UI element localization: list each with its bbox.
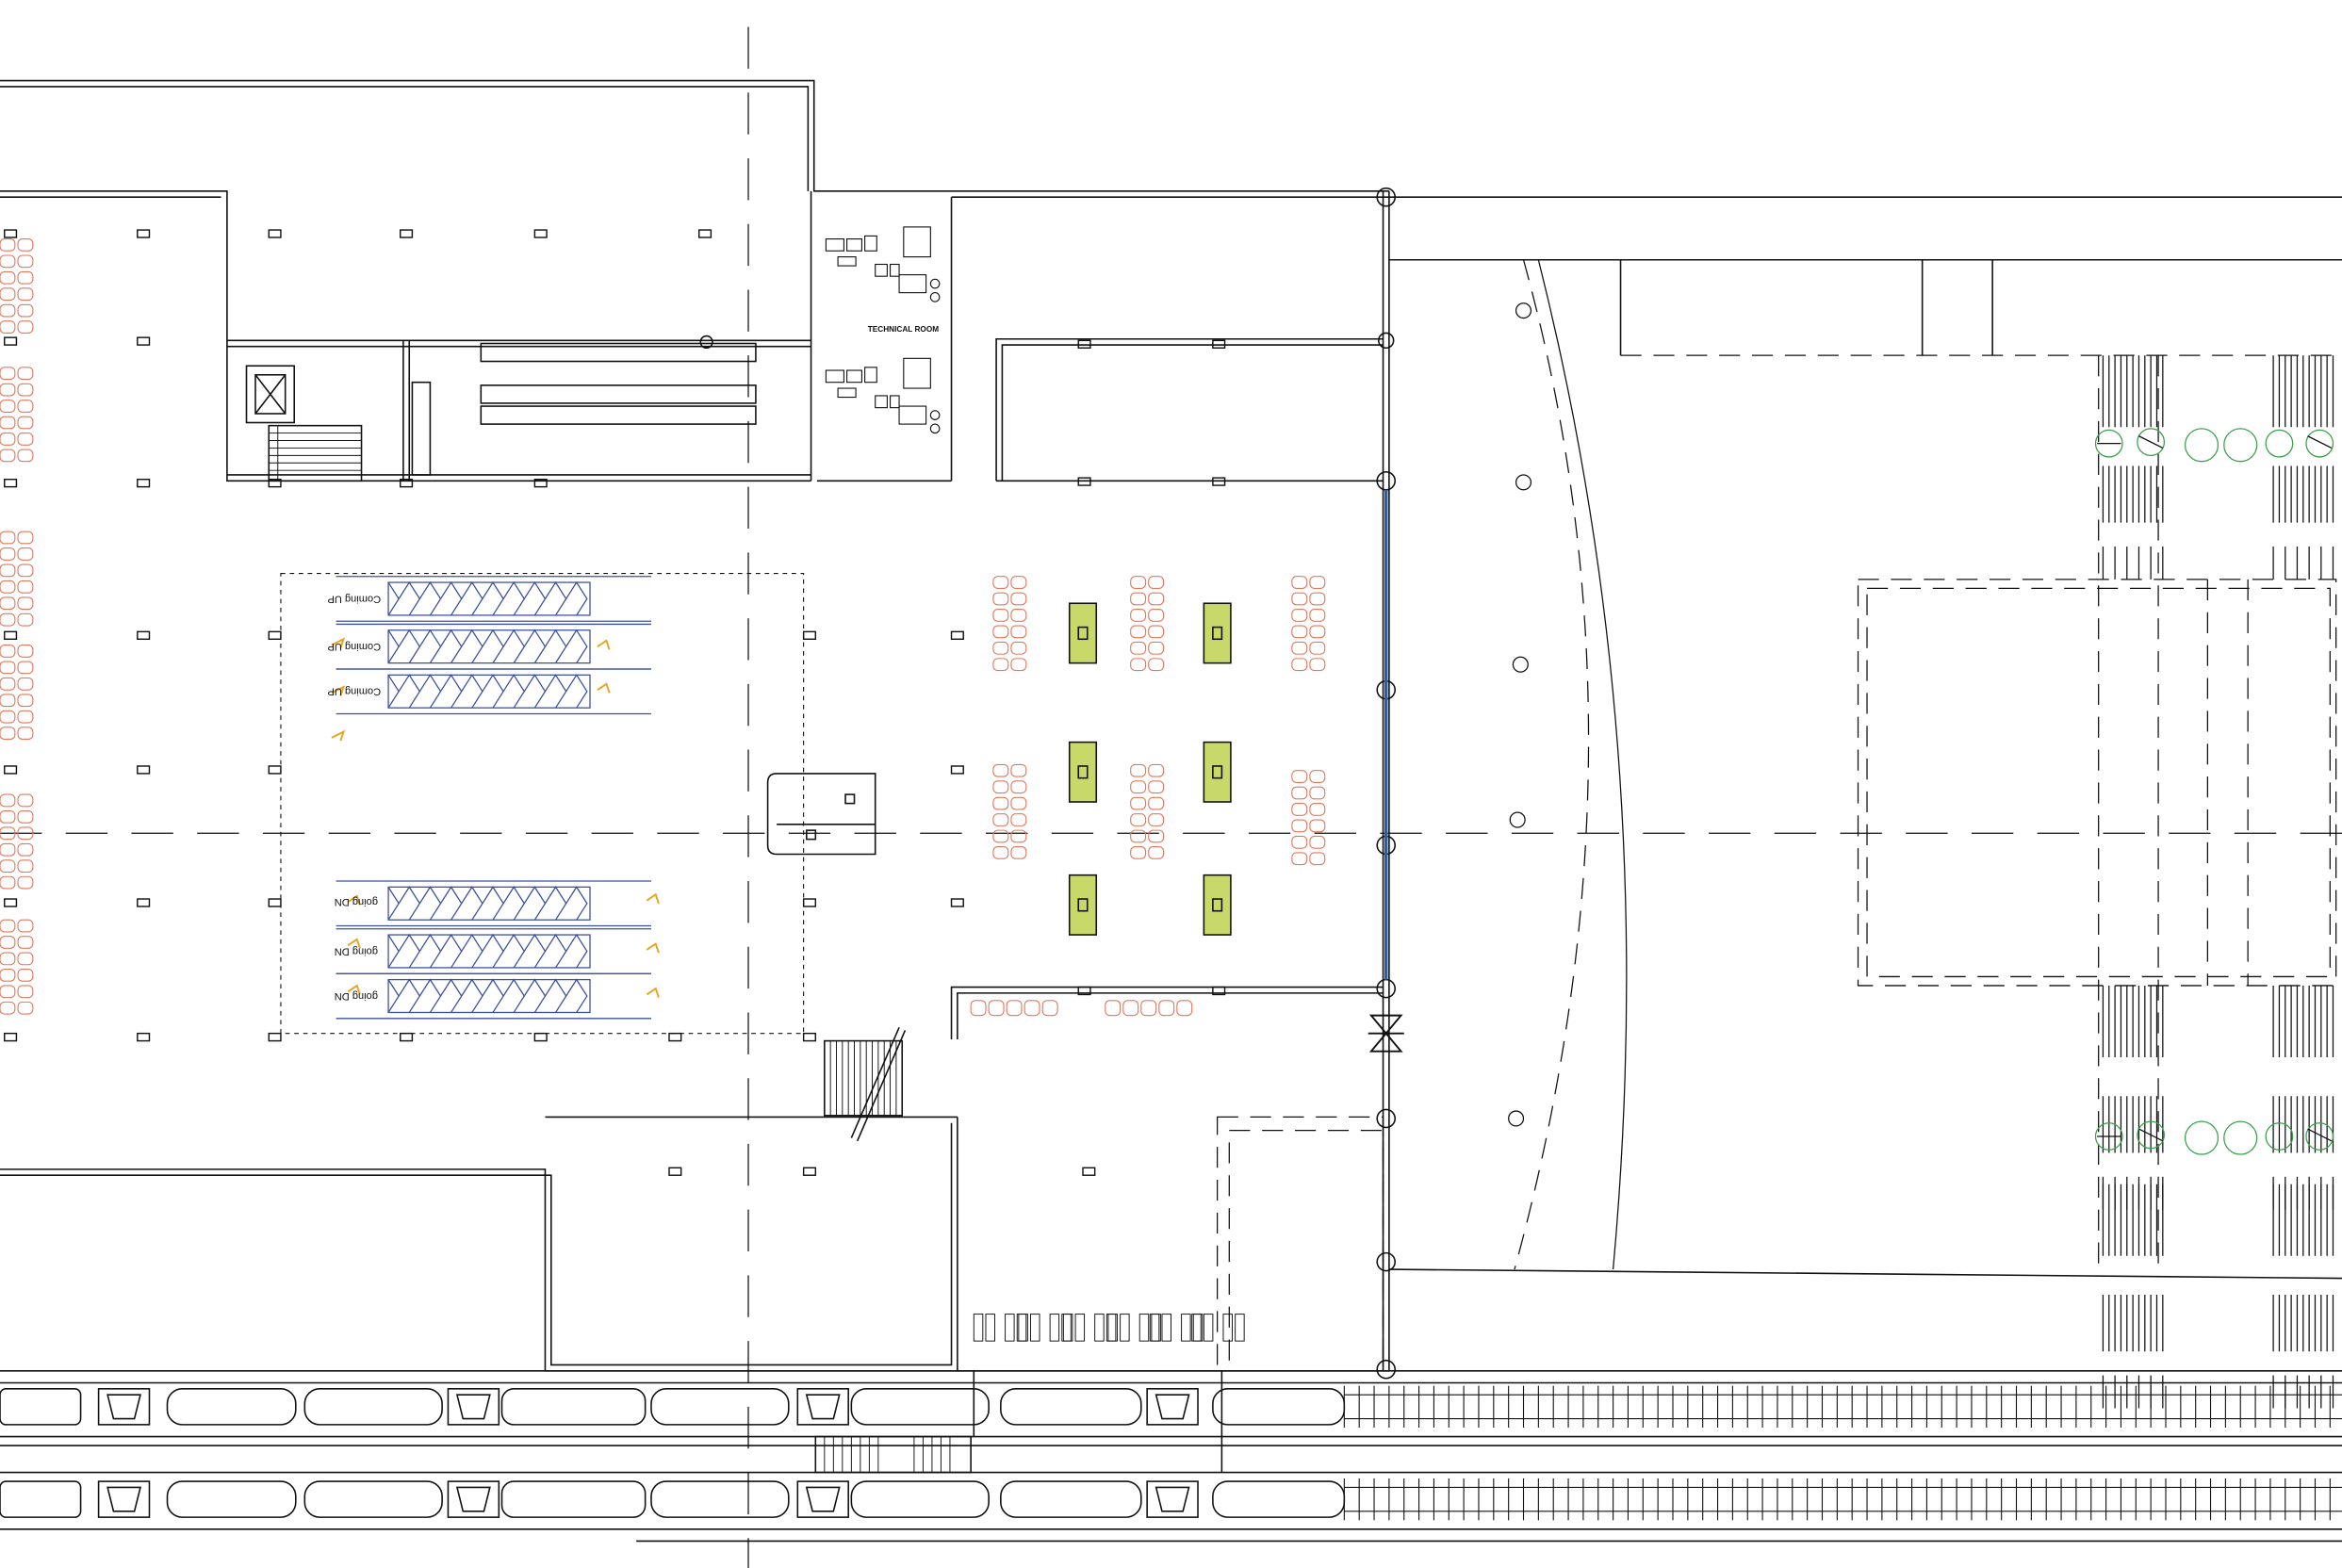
escalator-arrows <box>331 637 660 998</box>
lift-core <box>245 365 363 482</box>
column-grid-markers <box>4 229 1226 1176</box>
train-cars <box>0 1388 1346 1518</box>
building-outline <box>0 79 1390 1372</box>
tree-planting <box>2094 428 2334 1155</box>
escalator-label-down-2: going DN <box>335 945 378 956</box>
bicycle-racks <box>973 1314 1245 1342</box>
railway-tracks <box>1343 1385 2342 1521</box>
service-counters <box>411 342 757 476</box>
seating-chairs <box>0 238 1326 1017</box>
escalator-label-down-1: going DN <box>335 896 378 907</box>
platform-stairs <box>824 1436 951 1473</box>
escalator-label-down-3: going DN <box>335 990 378 1002</box>
technical-room-label: TECHNICAL ROOM <box>868 325 939 334</box>
entrance-door <box>1368 1014 1404 1053</box>
escalator-label-up-1: Coming UP <box>327 593 381 604</box>
planters <box>1068 602 1232 936</box>
stair-treads <box>829 1040 897 1116</box>
facade-column-circles <box>699 187 1397 1380</box>
plaza-outline <box>1388 196 2342 1280</box>
escalator-void <box>280 572 805 1035</box>
escalators <box>335 576 652 1020</box>
lift-stair-treads <box>269 425 362 482</box>
plan-labels: TECHNICAL ROOM Coming UP Coming UP Comin… <box>327 325 939 1002</box>
crossing-stripes <box>2102 354 2334 1410</box>
escalator-label-up-2: Coming UP <box>327 641 381 652</box>
technical-equipment <box>825 226 941 434</box>
canopy-columns <box>1508 302 1532 1127</box>
railway-platform <box>0 1370 2342 1543</box>
ticket-booth <box>766 773 876 856</box>
grid-axis-lines <box>0 26 2342 1568</box>
escalator-label-up-3: Coming UP <box>327 686 381 697</box>
